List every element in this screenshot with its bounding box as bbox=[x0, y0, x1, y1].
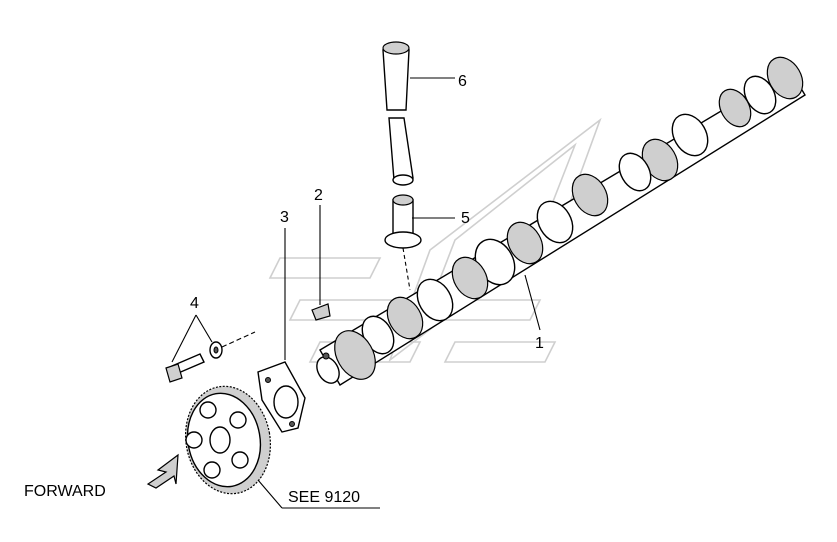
callout-6: 6 bbox=[458, 73, 467, 90]
tappet bbox=[384, 194, 422, 291]
callout-3: 3 bbox=[280, 209, 289, 226]
push-rod bbox=[382, 41, 414, 186]
callout-1: 1 bbox=[535, 335, 544, 352]
forward-arrow-icon bbox=[146, 453, 179, 489]
see-reference-label: SEE 9120 bbox=[288, 489, 360, 506]
leader-lines bbox=[171, 77, 541, 509]
callout-5: 5 bbox=[461, 210, 470, 227]
bolt-and-washer bbox=[165, 331, 256, 383]
callout-4: 4 bbox=[190, 295, 199, 312]
forward-label: FORWARD bbox=[24, 483, 106, 500]
camshaft bbox=[316, 56, 806, 386]
woodruff-key bbox=[311, 303, 331, 321]
callout-2: 2 bbox=[314, 187, 323, 204]
cam-gear bbox=[184, 385, 272, 495]
thrust-plate bbox=[257, 361, 306, 433]
